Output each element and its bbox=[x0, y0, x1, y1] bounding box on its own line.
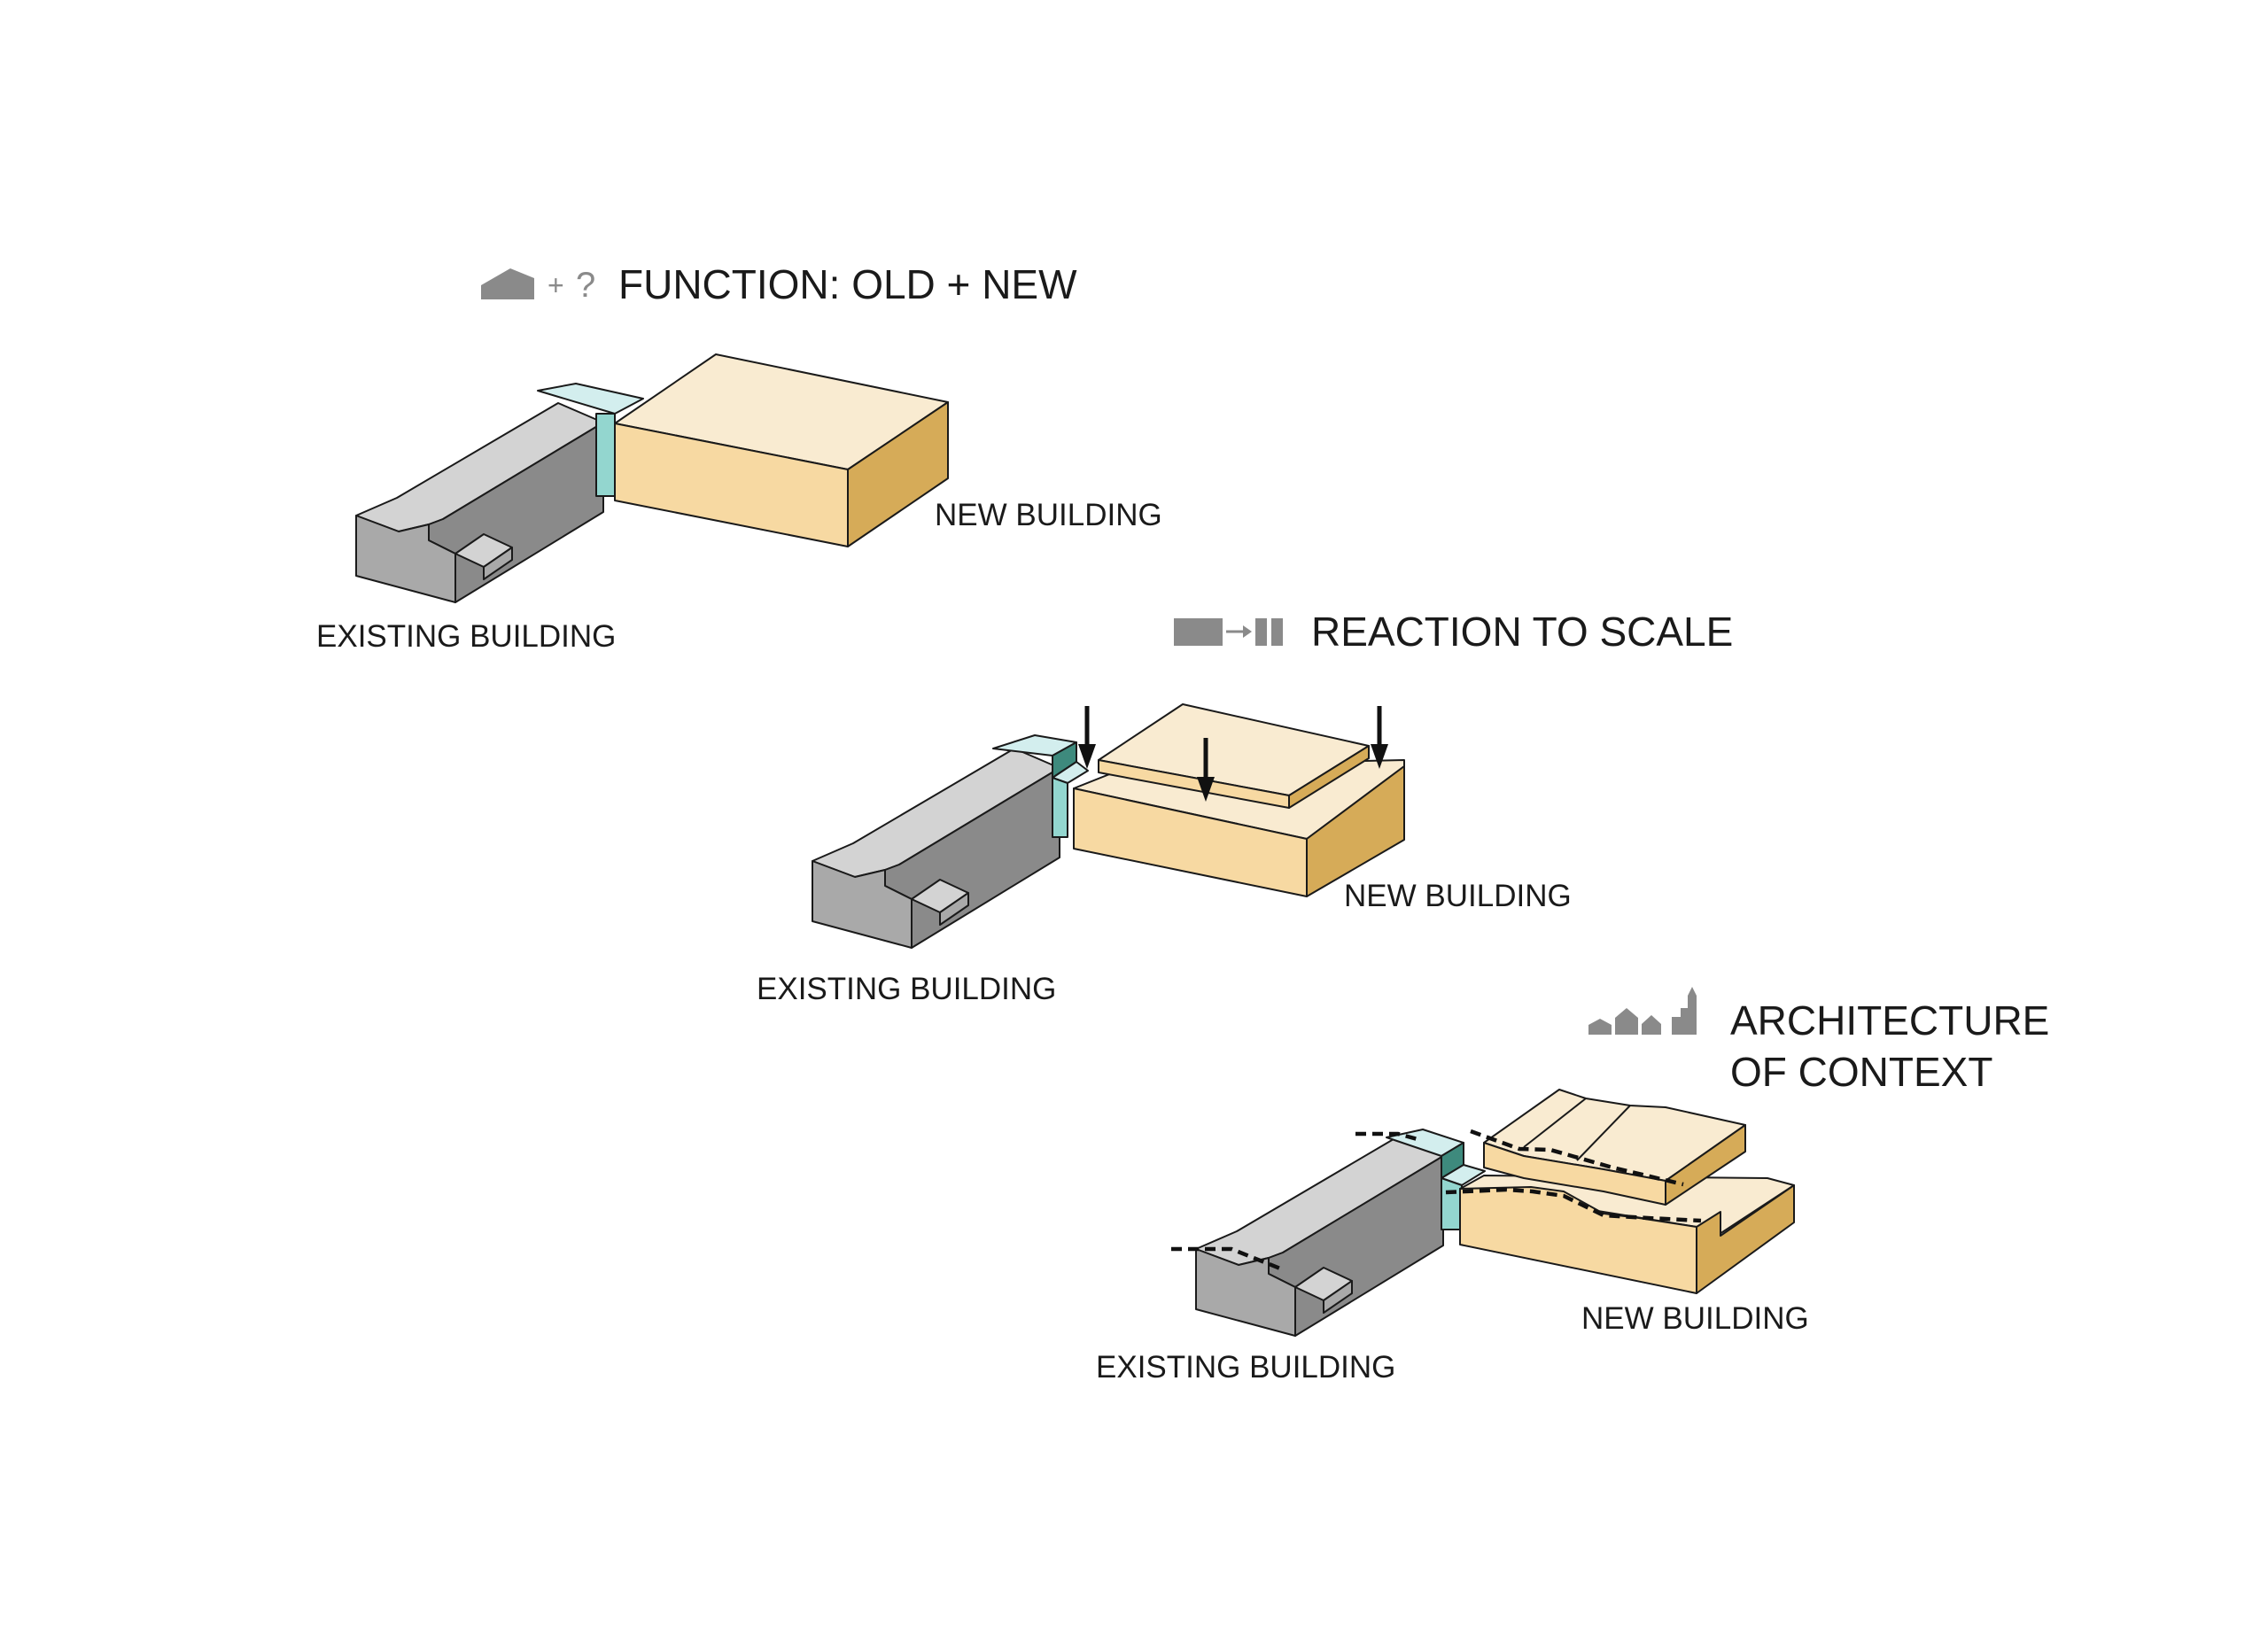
existing-building-model bbox=[812, 748, 1060, 949]
down-arrow-icon bbox=[1078, 706, 1096, 769]
context-line-lower bbox=[1445, 1187, 1702, 1223]
existing-building-label: EXISTING BUILDING bbox=[1096, 1350, 1395, 1385]
new-building-lower-model bbox=[1459, 1175, 1795, 1294]
down-arrow-icon bbox=[1197, 738, 1215, 802]
section-title-context-line2: OF CONTEXT bbox=[1730, 1049, 1992, 1095]
existing-building-label: EXISTING BUILDING bbox=[757, 972, 1056, 1006]
connector-model bbox=[992, 734, 1089, 838]
context-line-upper bbox=[1470, 1129, 1684, 1187]
existing-building-model bbox=[355, 402, 604, 603]
context-line-connector bbox=[1355, 1131, 1418, 1142]
section-title-context-line1: ARCHITECTURE bbox=[1730, 997, 2049, 1043]
context-line-existing bbox=[1171, 1246, 1281, 1271]
house-icon bbox=[481, 268, 534, 299]
skyline-icon bbox=[1588, 987, 1697, 1035]
section-context: ARCHITECTURE OF CONTEXT bbox=[1096, 987, 2049, 1385]
section-title-function: FUNCTION: OLD + NEW bbox=[618, 261, 1077, 307]
new-building-upper-model bbox=[1098, 703, 1370, 809]
new-building-label: NEW BUILDING bbox=[1344, 879, 1572, 913]
new-building-model bbox=[614, 353, 949, 547]
question-icon: ? bbox=[576, 266, 595, 305]
existing-building-model bbox=[1195, 1136, 1444, 1337]
existing-building-label: EXISTING BUILDING bbox=[316, 619, 616, 654]
new-building-label: NEW BUILDING bbox=[1581, 1301, 1809, 1336]
section-scale: REACTION TO SCALE bbox=[757, 609, 1733, 1006]
connector-model bbox=[537, 383, 644, 497]
section-title-scale: REACTION TO SCALE bbox=[1311, 609, 1733, 655]
plus-icon: + bbox=[548, 269, 564, 301]
new-building-label: NEW BUILDING bbox=[935, 498, 1162, 532]
block-to-split-icon bbox=[1174, 618, 1283, 646]
new-building-upper-model bbox=[1483, 1089, 1746, 1206]
down-arrow-icon bbox=[1371, 706, 1388, 769]
section-function: + ? FUNCTION: OLD + NEW NEW BUILDING EXI… bbox=[316, 261, 1162, 654]
